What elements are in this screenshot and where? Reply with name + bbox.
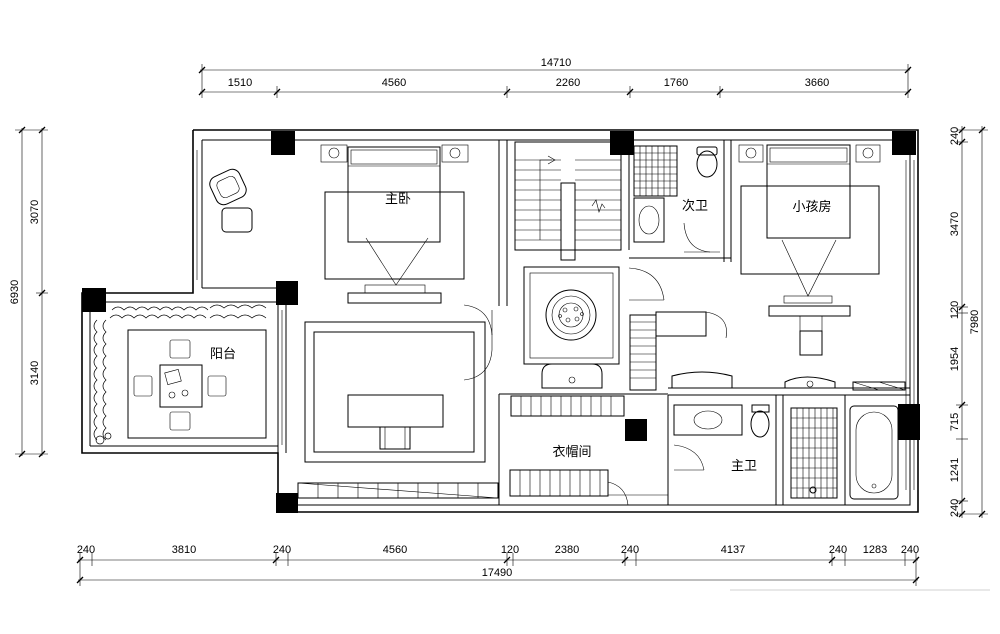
- balcony: 阳台: [93, 304, 267, 445]
- right-dimensions: 240 3470 120 1954 715 1241 240 7980: [949, 126, 988, 518]
- master-bath-fixtures: 主卫: [673, 404, 899, 500]
- lounge-chair: [209, 168, 253, 233]
- dim-left-total: 6930: [9, 280, 21, 304]
- dim-bottom-8: 4137: [721, 544, 745, 556]
- dim-right-total: 7980: [969, 310, 981, 334]
- room-label-cloakroom: 衣帽间: [552, 444, 591, 460]
- master-bedroom-furniture: 主卧: [320, 144, 469, 304]
- dim-top-5: 3660: [805, 77, 829, 89]
- dim-bottom-9: 240: [829, 544, 847, 556]
- dim-left-2: 3140: [29, 361, 41, 385]
- room-label-kids-room: 小孩房: [792, 199, 831, 215]
- dim-bottom-1: 240: [77, 544, 95, 556]
- dim-right-7: 240: [949, 499, 961, 517]
- dim-bottom-2: 3810: [172, 544, 196, 556]
- round-table-area: [510, 266, 665, 417]
- plant-border-icon: [93, 304, 267, 445]
- secondary-bath-fixtures: 次卫: [633, 145, 720, 253]
- bottom-dimensions: 240 3810 240 4560 120 2380 240 4137 240 …: [76, 544, 920, 586]
- dim-bottom-4: 4560: [383, 544, 407, 556]
- dim-right-2: 3470: [949, 212, 961, 236]
- dim-top-1: 1510: [228, 77, 252, 89]
- dim-bottom-10: 1283: [863, 544, 887, 556]
- dim-top-total: 14710: [541, 57, 572, 69]
- dim-bottom-3: 240: [273, 544, 291, 556]
- room-label-balcony: 阳台: [210, 347, 236, 362]
- dim-right-5: 715: [949, 413, 961, 431]
- top-dimensions: 14710 1510 4560 2260 1760 3660: [198, 57, 912, 98]
- kids-room-cabinets: [671, 371, 906, 391]
- kids-room-furniture: 小孩房: [738, 144, 881, 356]
- dim-right-3: 120: [949, 301, 961, 319]
- staircase: [514, 141, 622, 261]
- dim-bottom-total: 17490: [482, 567, 513, 579]
- dim-bottom-6: 2380: [555, 544, 579, 556]
- dim-left-1: 3070: [29, 200, 41, 224]
- master-lounge-furniture: [304, 304, 493, 463]
- dim-right-6: 1241: [949, 458, 961, 482]
- cloakroom-furniture: 衣帽间: [297, 311, 727, 506]
- dim-top-4: 1760: [664, 77, 688, 89]
- dim-top-3: 2260: [556, 77, 580, 89]
- dim-bottom-11: 240: [901, 544, 919, 556]
- left-dimensions: 6930 3070 3140: [9, 126, 48, 458]
- dim-top-2: 4560: [382, 77, 406, 89]
- exterior-walls: [81, 129, 919, 513]
- dim-bottom-7: 240: [621, 544, 639, 556]
- dim-right-4: 1954: [949, 347, 961, 371]
- dim-right-1: 240: [949, 127, 961, 145]
- room-label-master-bedroom: 主卧: [385, 192, 411, 207]
- dim-bottom-5: 120: [501, 544, 519, 556]
- room-label-secondary-bath: 次卫: [682, 198, 708, 214]
- room-label-master-bath: 主卫: [731, 459, 757, 474]
- structural-columns: [82, 131, 920, 513]
